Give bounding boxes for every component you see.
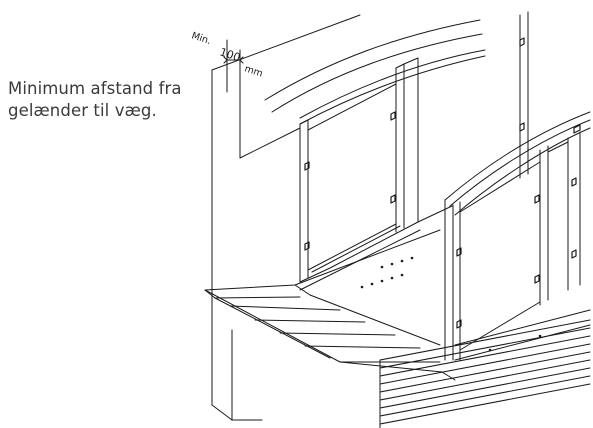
caption-line-2: gelænder til væg. xyxy=(8,101,157,120)
deck-plate xyxy=(204,229,591,381)
wall xyxy=(211,14,361,421)
fixing-holes xyxy=(360,256,542,352)
caption: Minimum afstand fra gelænder til væg. xyxy=(8,78,182,122)
panel-clips xyxy=(304,37,581,329)
dimension-callout: Min. 100 mm xyxy=(190,30,264,96)
dimension-label-unit: mm xyxy=(243,63,264,79)
base-steps xyxy=(379,319,591,428)
front-railing xyxy=(444,111,591,361)
dimension-label-min: Min. xyxy=(190,30,212,47)
dimension-label-value: 100 xyxy=(218,45,242,64)
caption-line-1: Minimum afstand fra xyxy=(8,79,182,98)
